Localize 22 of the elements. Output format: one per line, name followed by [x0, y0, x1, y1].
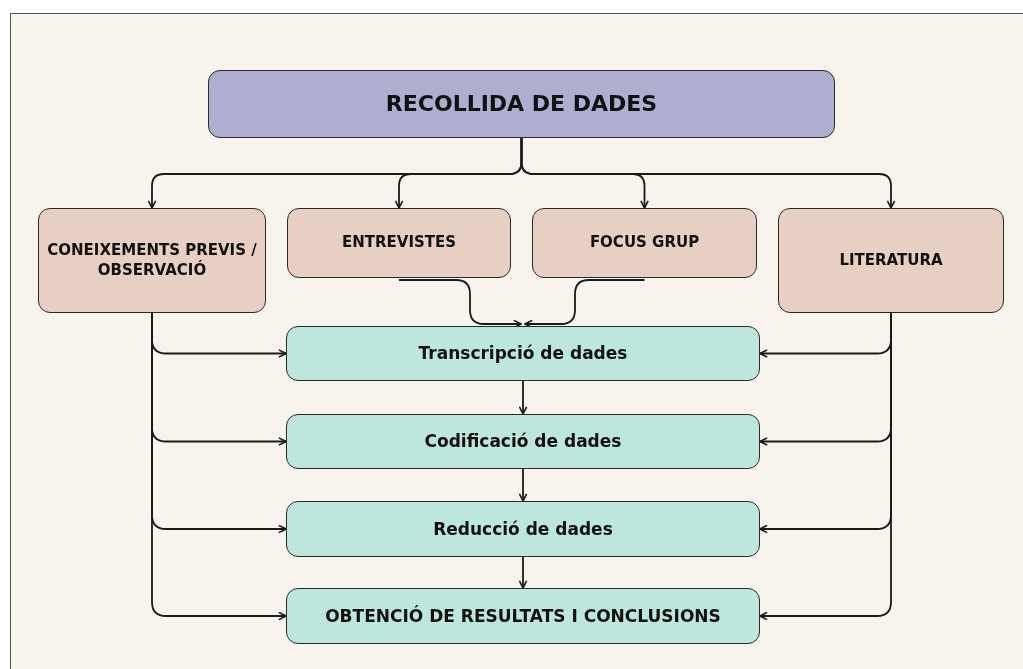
box-label: LITERATURA	[838, 250, 944, 271]
box-label: OBTENCIÓ DE RESULTATS I CONCLUSIONS	[324, 604, 722, 628]
source-box	[778, 208, 1004, 313]
process-box	[286, 501, 760, 557]
process-box	[286, 326, 760, 381]
process-box	[286, 588, 760, 644]
box-label: Transcripció de dades	[417, 342, 629, 365]
box-label: Codificació de dades	[423, 430, 623, 453]
source-box	[532, 208, 757, 278]
arrow	[518, 380, 528, 415]
title-box	[208, 70, 835, 138]
arrow	[518, 468, 528, 502]
arrow	[518, 556, 528, 589]
process-box	[286, 414, 760, 469]
arrow	[520, 137, 896, 209]
box-label: FOCUS GRUP	[588, 233, 701, 253]
box-label: CONEIXEMENTS PREVIS / OBSERVACIÓ	[46, 241, 258, 280]
source-box	[38, 208, 266, 313]
box-label: Reducció de dades	[432, 517, 614, 541]
box-label: ENTREVISTES	[340, 233, 458, 253]
source-box	[287, 208, 511, 278]
box-label: RECOLLIDA DE DADES	[384, 89, 659, 118]
